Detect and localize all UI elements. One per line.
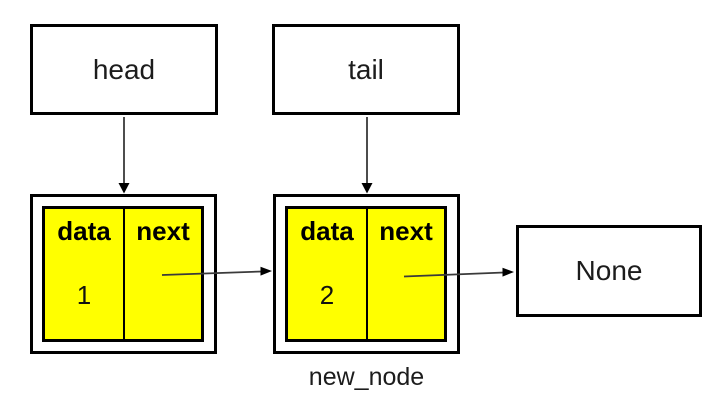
none-label: None [575, 255, 643, 286]
arrowhead-right [260, 266, 272, 276]
node1-next-label: next [136, 216, 190, 246]
node1-data-label: data [57, 216, 111, 246]
node1-next-cell: next [123, 209, 201, 339]
node1-data-value: 1 [76, 280, 92, 310]
tail-to-node2-arrow [361, 117, 373, 194]
node1: data 1 next [42, 206, 204, 342]
arrowhead-right [502, 267, 514, 277]
node2-next-cell: next [366, 209, 444, 339]
head-box: head [30, 24, 218, 115]
node2-next-label: next [379, 216, 433, 246]
tail-box: tail [272, 24, 460, 115]
node2-data-cell: data 2 [288, 209, 366, 339]
node2-data-value: 2 [319, 280, 335, 310]
none-box: None [516, 225, 702, 317]
node1-data-cell: data 1 [45, 209, 123, 339]
tail-label: tail [348, 53, 384, 85]
head-to-node1-arrow [118, 117, 130, 194]
node2: data 2 next [285, 206, 447, 342]
arrowhead-down [118, 183, 130, 194]
arrowhead-down [361, 183, 373, 194]
node2-data-label: data [300, 216, 354, 246]
node2-caption: new_node [308, 363, 425, 391]
head-label: head [92, 53, 156, 85]
